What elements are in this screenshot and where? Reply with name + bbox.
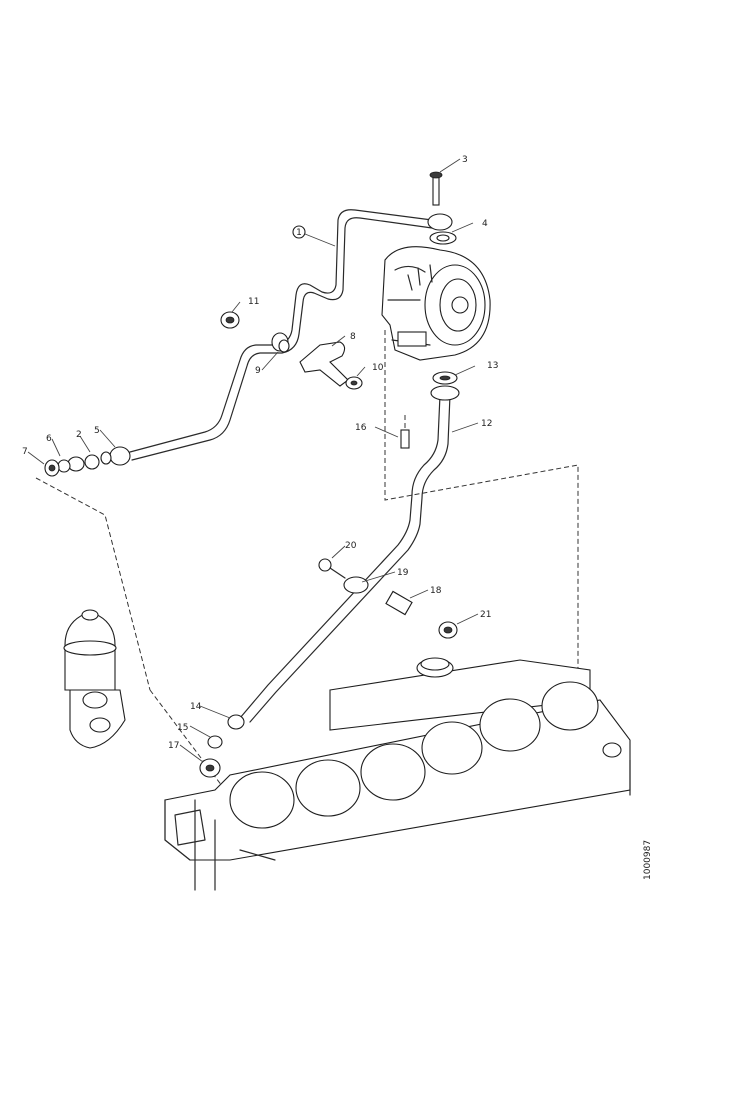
callout-5: 5 [94,426,100,436]
callout-leaders [27,158,479,763]
callout-13: 13 [487,361,498,371]
nut-11 [220,311,240,329]
left-fittings [44,446,131,477]
callout-3: 3 [462,155,468,165]
callout-14: 14 [190,702,202,712]
callout-11: 11 [248,297,259,307]
oil-filter [63,609,126,749]
drawing-code: 1000987 [643,840,653,880]
callout-6: 6 [46,434,52,444]
lower-fittings [199,714,245,778]
callout-8: 8 [350,332,356,342]
callout-labels: 1 2 3 4 5 6 7 8 9 10 11 12 13 14 15 16 1… [22,155,498,751]
callout-18: 18 [430,586,442,596]
callout-16: 16 [355,423,367,433]
bracket [271,332,363,390]
callout-15: 15 [177,723,188,733]
callout-1: 1 [296,228,302,238]
turbocharger [381,246,491,361]
clamp-parts [318,429,458,639]
oil-pipe-upper [129,209,433,461]
engine-block [164,657,631,891]
callout-9: 9 [255,366,261,376]
callout-7: 7 [22,447,28,457]
callout-19: 19 [397,568,409,578]
oil-return-pipe [239,371,460,723]
callout-17: 17 [168,741,179,751]
callout-4: 4 [482,219,488,229]
callout-2: 2 [76,430,82,440]
callout-20: 20 [345,541,357,551]
callout-21: 21 [480,610,491,620]
banjo-top [427,171,457,245]
callout-12: 12 [481,419,492,429]
callout-10: 10 [372,363,384,373]
